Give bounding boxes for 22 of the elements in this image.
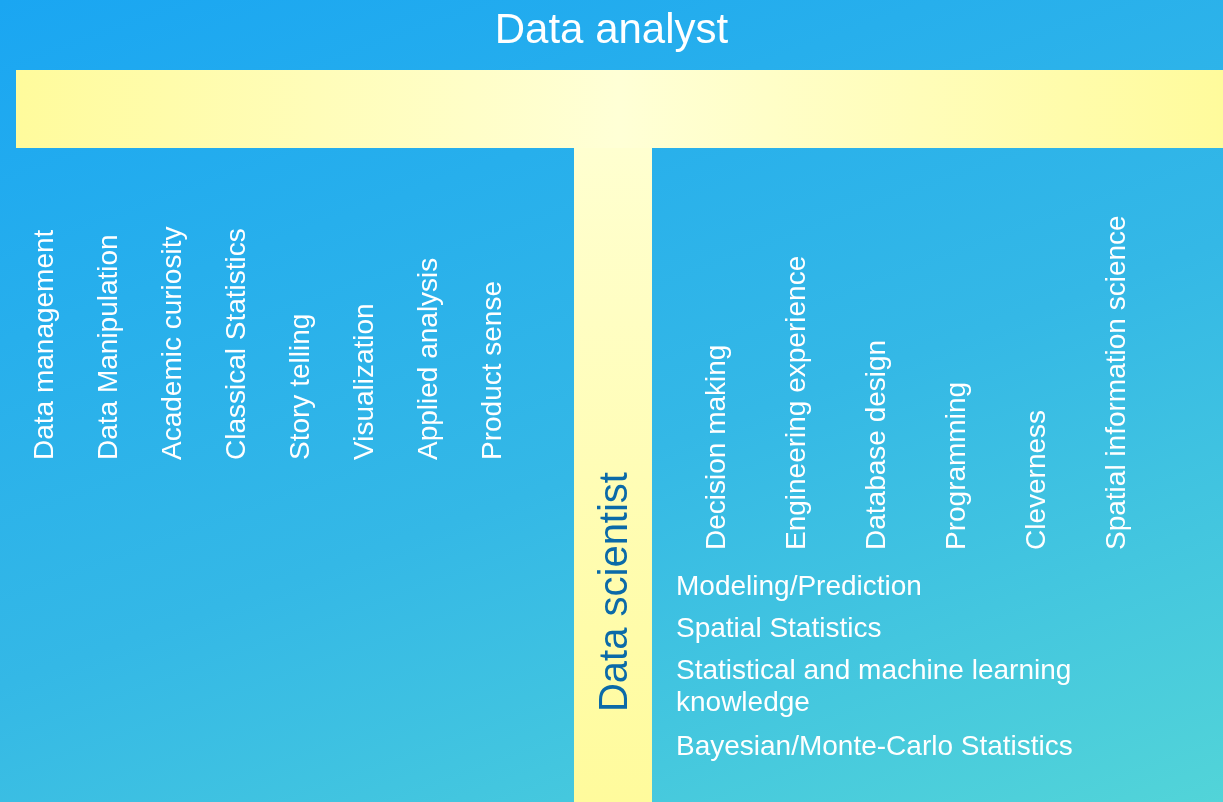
skill-label: Database design <box>860 338 892 550</box>
skill-label: Engineering experience <box>780 254 812 550</box>
title: Data analyst <box>493 4 730 54</box>
skill-label: Data management <box>28 228 60 460</box>
band-label: Data scientist <box>591 471 635 712</box>
skill-label: Spatial Statistics <box>676 612 883 644</box>
skill-label: Academic curiosity <box>156 225 188 460</box>
skill-label: Decision making <box>700 343 732 550</box>
skill-label: Visualization <box>348 302 380 460</box>
skill-label: Programming <box>940 380 972 550</box>
skill-label: Bayesian/Monte-Carlo Statistics <box>676 730 1074 762</box>
vertical-band <box>574 148 652 802</box>
skill-label: Spatial information science <box>1100 214 1132 550</box>
skill-label: Product sense <box>476 280 508 460</box>
skill-label: Cleverness <box>1020 408 1052 550</box>
skill-label: Statistical and machine learning knowledge <box>676 654 1073 718</box>
skill-label: Classical Statistics <box>220 227 252 460</box>
skill-label: Modeling/Prediction <box>676 570 923 602</box>
skill-label: Data Manipulation <box>92 233 124 460</box>
banner-band <box>16 70 1223 148</box>
skill-label: Applied analysis <box>412 256 444 460</box>
skill-label: Story telling <box>284 312 316 460</box>
